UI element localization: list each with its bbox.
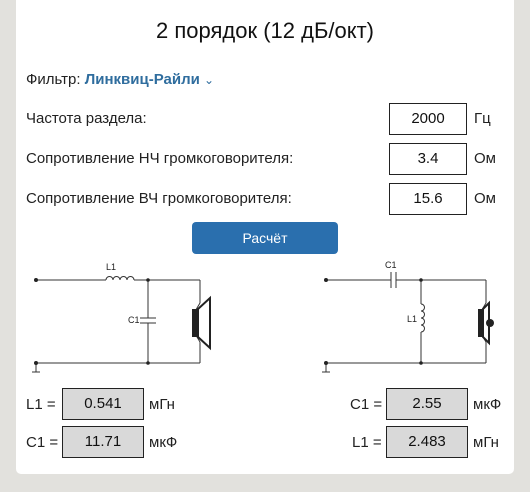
tweeter-impedance-unit: Ом bbox=[474, 190, 496, 207]
highpass-l1-result-label: L1 = bbox=[352, 434, 382, 451]
lowpass-l1-result-unit: мГн bbox=[149, 396, 175, 413]
lowpass-c1-label: C1 bbox=[128, 315, 140, 325]
chevron-down-icon[interactable]: ⌄ bbox=[204, 73, 215, 87]
filter-select[interactable]: Линквиц-Райли bbox=[84, 71, 200, 88]
lowpass-l1-result-label: L1 = bbox=[26, 396, 56, 413]
tweeter-impedance-label: Сопротивление ВЧ громкоговорителя: bbox=[26, 190, 292, 207]
highpass-c1-result-label: C1 = bbox=[350, 396, 383, 413]
highpass-schematic bbox=[322, 272, 494, 373]
filter-label: Фильтр: bbox=[26, 71, 81, 88]
lowpass-c1-result-label: C1 = bbox=[26, 434, 59, 451]
lowpass-schematic bbox=[32, 276, 211, 373]
lowpass-c1-result-unit: мкФ bbox=[149, 434, 178, 451]
highpass-c1-result-value: 2.55 bbox=[386, 388, 468, 420]
page-title: 2 порядок (12 дБ/окт) bbox=[155, 18, 374, 43]
calculate-button[interactable]: Расчёт bbox=[192, 222, 338, 254]
highpass-c1-label: C1 bbox=[385, 260, 397, 270]
crossover-frequency-input[interactable]: 2000 bbox=[389, 103, 467, 135]
highpass-c1-result-unit: мкФ bbox=[473, 396, 502, 413]
woofer-impedance-unit: Ом bbox=[474, 150, 496, 167]
woofer-impedance-label: Сопротивление НЧ громкоговорителя: bbox=[26, 150, 294, 167]
highpass-l1-label: L1 bbox=[407, 314, 418, 324]
highpass-l1-result-unit: мГн bbox=[473, 434, 499, 451]
crossover-frequency-label: Частота раздела: bbox=[26, 110, 147, 127]
filter-row: Фильтр: Линквиц-Райли ⌄ bbox=[26, 71, 214, 88]
highpass-l1-result-value: 2.483 bbox=[386, 426, 468, 458]
tweeter-impedance-input[interactable]: 15.6 bbox=[389, 183, 467, 215]
woofer-impedance-input[interactable]: 3.4 bbox=[389, 143, 467, 175]
lowpass-l1-label: L1 bbox=[106, 262, 117, 272]
lowpass-c1-result-value: 11.71 bbox=[62, 426, 144, 458]
crossover-frequency-unit: Гц bbox=[474, 110, 491, 127]
lowpass-l1-result-value: 0.541 bbox=[62, 388, 144, 420]
